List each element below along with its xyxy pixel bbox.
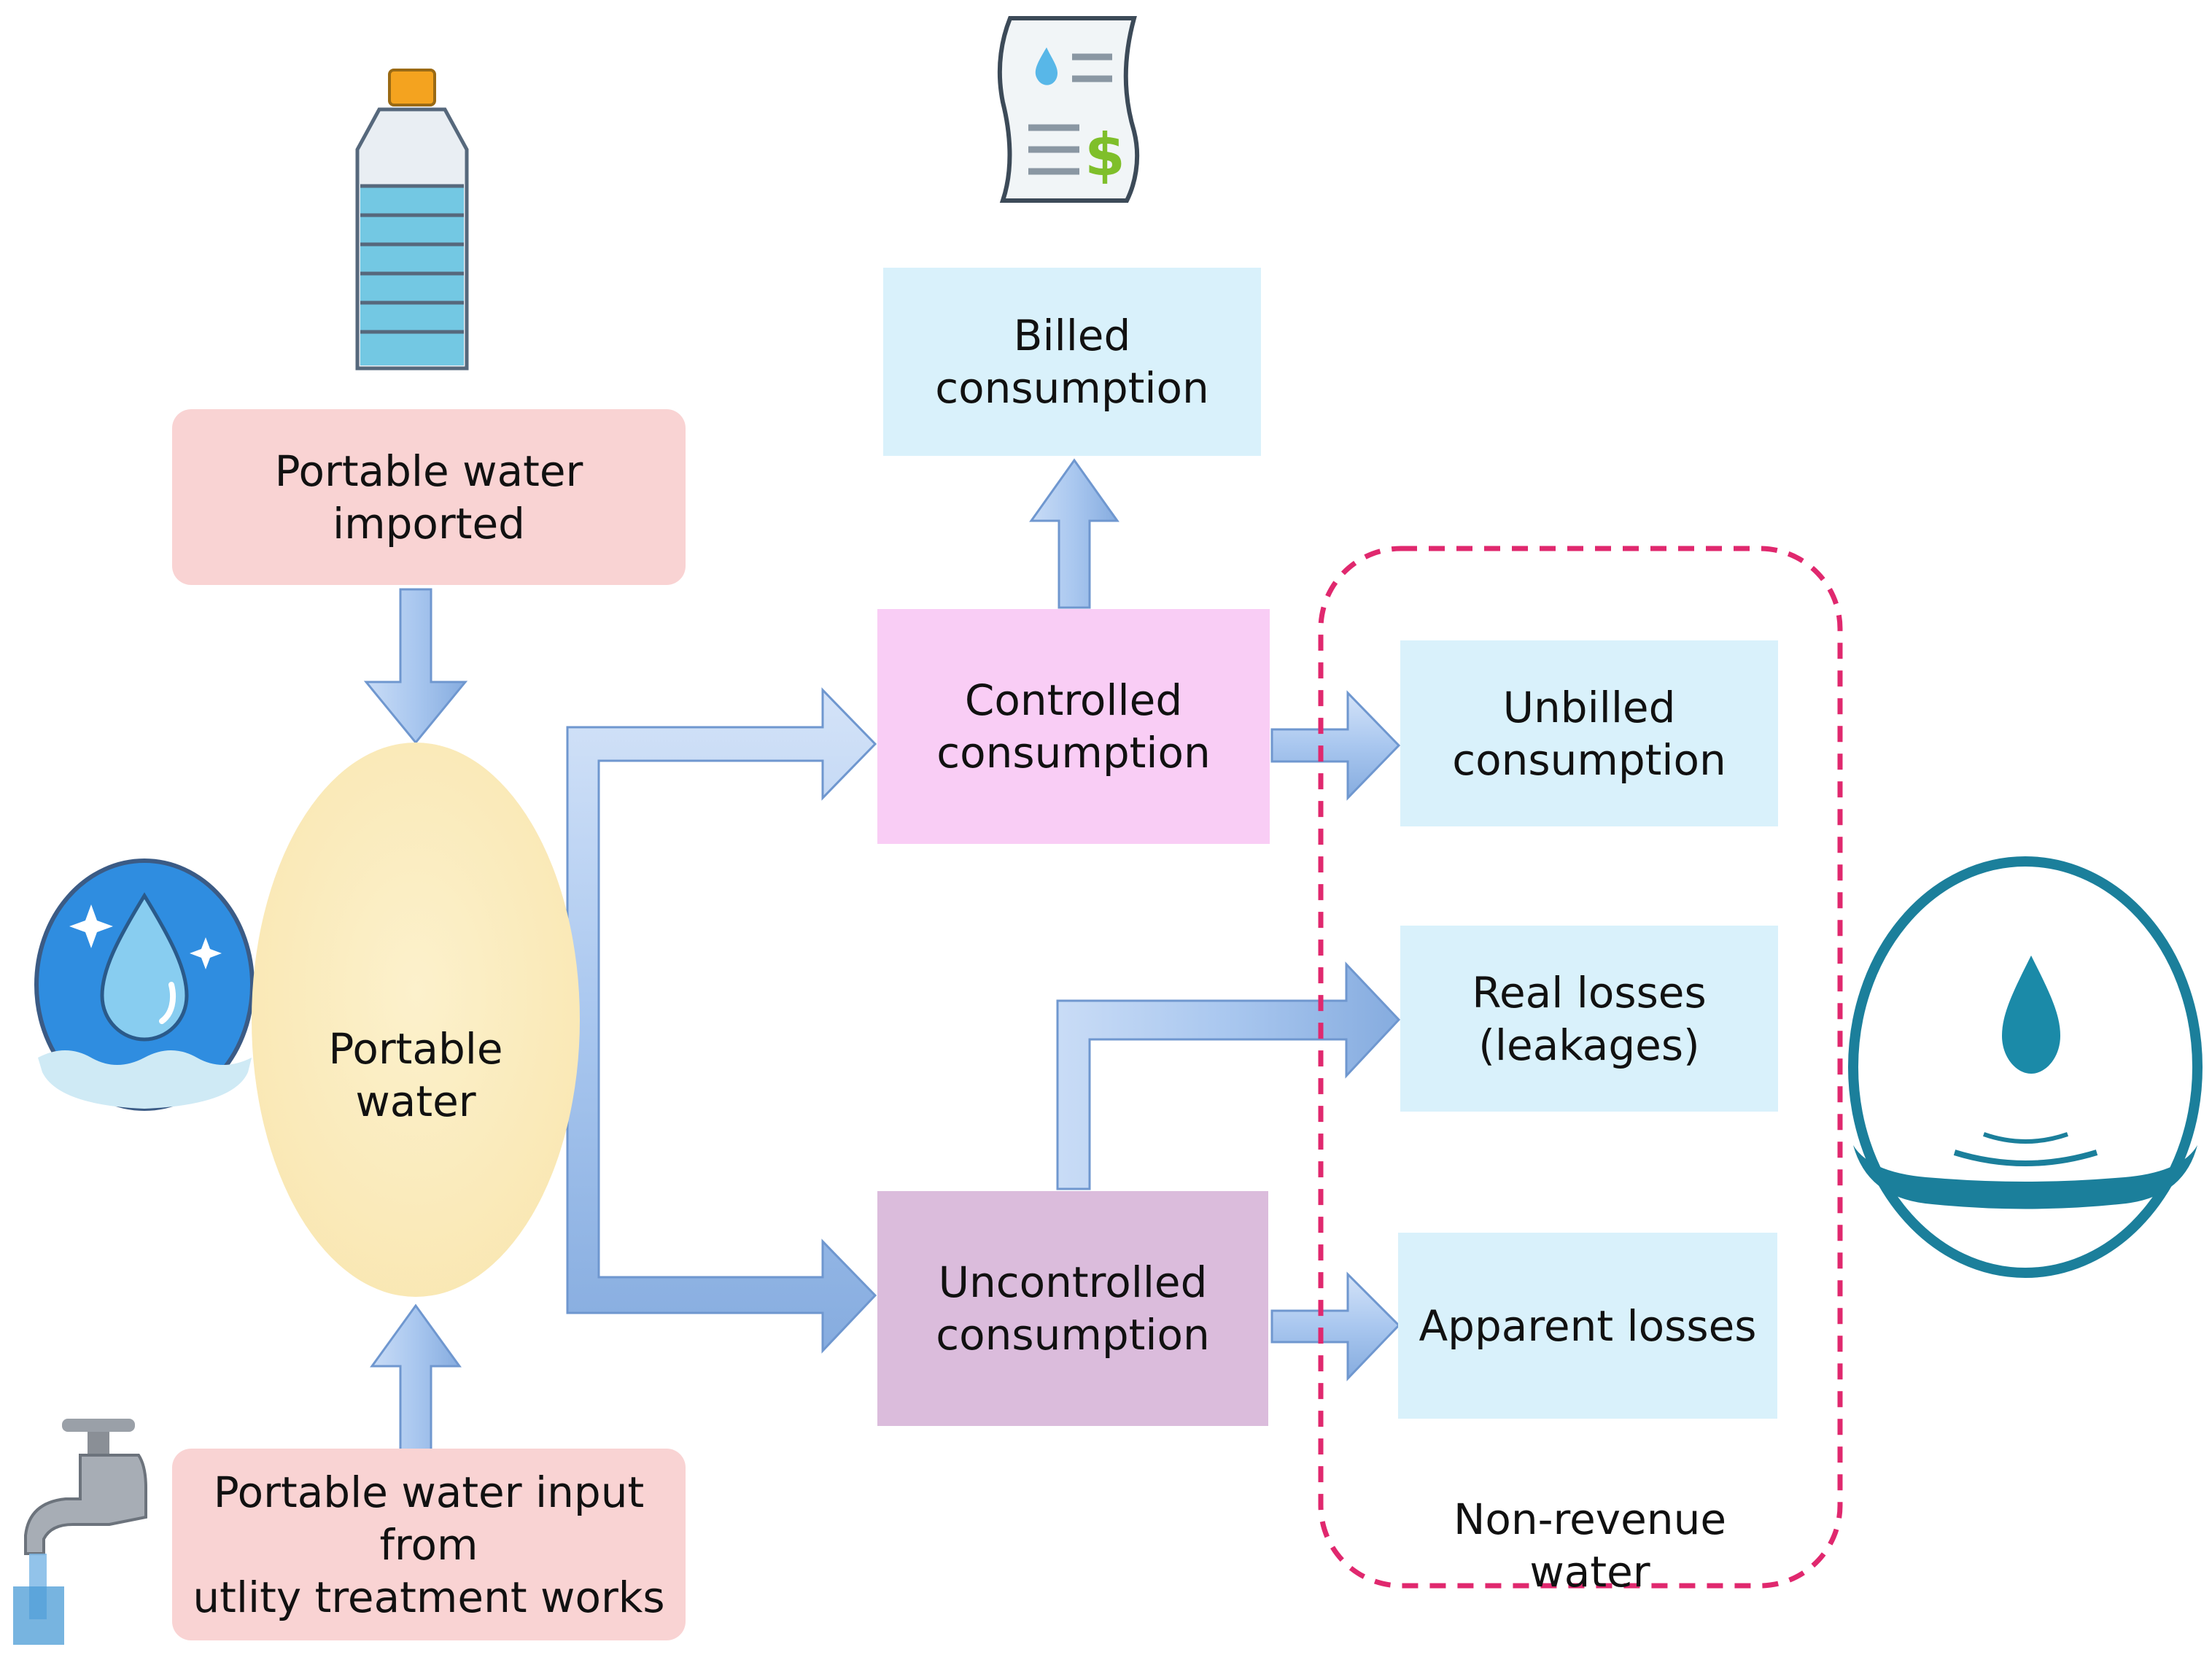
node-real-losses: Real losses (leakages) xyxy=(1400,926,1778,1112)
arrow-water-branch xyxy=(566,687,877,1354)
node-controlled-consumption: Controlled consumption xyxy=(877,609,1270,844)
node-label: Billed consumption xyxy=(935,311,1209,413)
arrow-controlled-to-billed xyxy=(1029,458,1119,609)
node-label: Portable water imported xyxy=(274,446,583,549)
node-label: Portable water xyxy=(328,1024,503,1126)
node-apparent-losses: Apparent losses xyxy=(1398,1233,1777,1419)
portable-water-node-shape xyxy=(252,743,580,1297)
node-label: Unbilled consumption xyxy=(1452,682,1726,785)
water-bottle-icon xyxy=(355,69,469,371)
node-label: Controlled consumption xyxy=(936,675,1211,778)
arrow-input-to-water xyxy=(370,1303,462,1451)
node-portable-water-imported: Portable water imported xyxy=(172,409,686,585)
non-revenue-water-label: Non-revenue water xyxy=(1400,1441,1780,1598)
non-revenue-water-group xyxy=(1318,546,1843,1589)
water-tap-icon xyxy=(13,1419,147,1645)
node-portable-water: Portable water xyxy=(292,970,540,1128)
node-label: Apparent losses xyxy=(1419,1301,1757,1351)
node-treatment-input: Portable water input from utlity treatme… xyxy=(172,1449,686,1640)
node-billed-consumption: Billed consumption xyxy=(883,268,1261,456)
node-uncontrolled-consumption: Uncontrolled consumption xyxy=(877,1191,1268,1426)
node-label: Uncontrolled consumption xyxy=(936,1257,1210,1360)
node-label: Real losses (leakages) xyxy=(1472,967,1707,1070)
node-label: Portable water input from utlity treatme… xyxy=(193,1467,665,1622)
arrow-uncontrolled-to-real-losses xyxy=(1056,961,1401,1190)
arrow-uncontrolled-to-apparent xyxy=(1270,1271,1401,1381)
group-label: Non-revenue water xyxy=(1453,1495,1727,1597)
arrow-controlled-to-unbilled xyxy=(1270,690,1401,801)
water-bill-icon: $ xyxy=(997,16,1140,203)
water-drop-badge-icon xyxy=(34,858,255,1111)
node-unbilled-consumption: Unbilled consumption xyxy=(1400,640,1778,826)
svg-text:$: $ xyxy=(1084,121,1125,189)
drop-ripple-icon xyxy=(1848,856,2203,1278)
arrow-imported-to-water xyxy=(363,588,468,745)
